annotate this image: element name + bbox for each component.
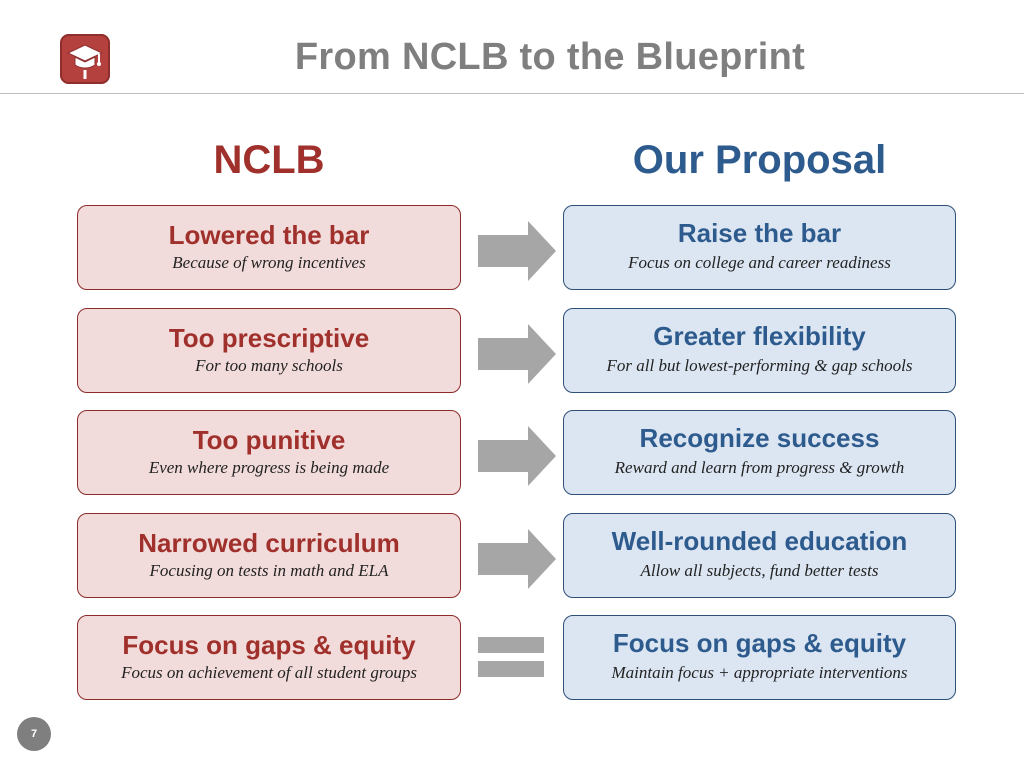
title-divider: [0, 93, 1024, 94]
equals-bar-bottom: [478, 661, 544, 677]
proposal-box-well-rounded-education: Well-rounded education Allow all subject…: [563, 513, 956, 598]
nclb-box-title: Too punitive: [192, 425, 346, 455]
proposal-box-subtitle: Maintain focus + appropriate interventio…: [611, 663, 908, 682]
nclb-box-gaps-equity: Focus on gaps & equity Focus on achievem…: [77, 615, 461, 700]
nclb-box-subtitle: Even where progress is being made: [148, 458, 390, 477]
equals-bar-top: [478, 637, 544, 653]
proposal-box-greater-flexibility: Greater flexibility For all but lowest-p…: [563, 308, 956, 393]
nclb-box-title: Too prescriptive: [168, 323, 370, 353]
nclb-box-subtitle: Focusing on tests in math and ELA: [149, 561, 389, 580]
proposal-box-subtitle: Allow all subjects, fund better tests: [640, 561, 879, 580]
proposal-box-subtitle: Reward and learn from progress & growth: [614, 458, 905, 477]
proposal-box-recognize-success: Recognize success Reward and learn from …: [563, 410, 956, 495]
nclb-box-subtitle: Because of wrong incentives: [172, 253, 366, 272]
nclb-box-too-prescriptive: Too prescriptive For too many schools: [77, 308, 461, 393]
proposal-box-subtitle: Focus on college and career readiness: [628, 253, 891, 272]
logo: [60, 34, 110, 84]
graduation-cap-icon: [66, 44, 104, 79]
page-number: 7: [17, 717, 51, 751]
right-arrow-icon: [478, 426, 556, 486]
right-arrow-icon: [478, 529, 556, 589]
proposal-box-title: Greater flexibility: [653, 321, 866, 351]
nclb-box-too-punitive: Too punitive Even where progress is bein…: [77, 410, 461, 495]
right-arrow-icon: [478, 324, 556, 384]
nclb-heading: NCLB: [213, 138, 325, 182]
proposal-box-title: Focus on gaps & equity: [612, 628, 907, 658]
proposal-box-title: Raise the bar: [677, 218, 842, 248]
nclb-box-subtitle: Focus on achievement of all student grou…: [121, 663, 417, 682]
proposal-heading: Our Proposal: [632, 138, 887, 182]
nclb-box-title: Lowered the bar: [168, 220, 370, 250]
nclb-box-subtitle: For too many schools: [195, 356, 343, 375]
right-arrow-icon: [478, 221, 556, 281]
proposal-box-subtitle: For all but lowest-performing & gap scho…: [606, 356, 913, 375]
nclb-box-narrowed-curriculum: Narrowed curriculum Focusing on tests in…: [77, 513, 461, 598]
nclb-box-title: Narrowed curriculum: [138, 528, 400, 558]
slide-title: From NCLB to the Blueprint: [294, 36, 806, 78]
nclb-box-title: Focus on gaps & equity: [122, 630, 416, 660]
proposal-box-raise-bar: Raise the bar Focus on college and caree…: [563, 205, 956, 290]
equals-icon: [478, 637, 544, 685]
proposal-box-title: Well-rounded education: [611, 526, 908, 556]
nclb-box-lowered-bar: Lowered the bar Because of wrong incenti…: [77, 205, 461, 290]
proposal-box-gaps-equity: Focus on gaps & equity Maintain focus + …: [563, 615, 956, 700]
proposal-box-title: Recognize success: [639, 423, 880, 453]
